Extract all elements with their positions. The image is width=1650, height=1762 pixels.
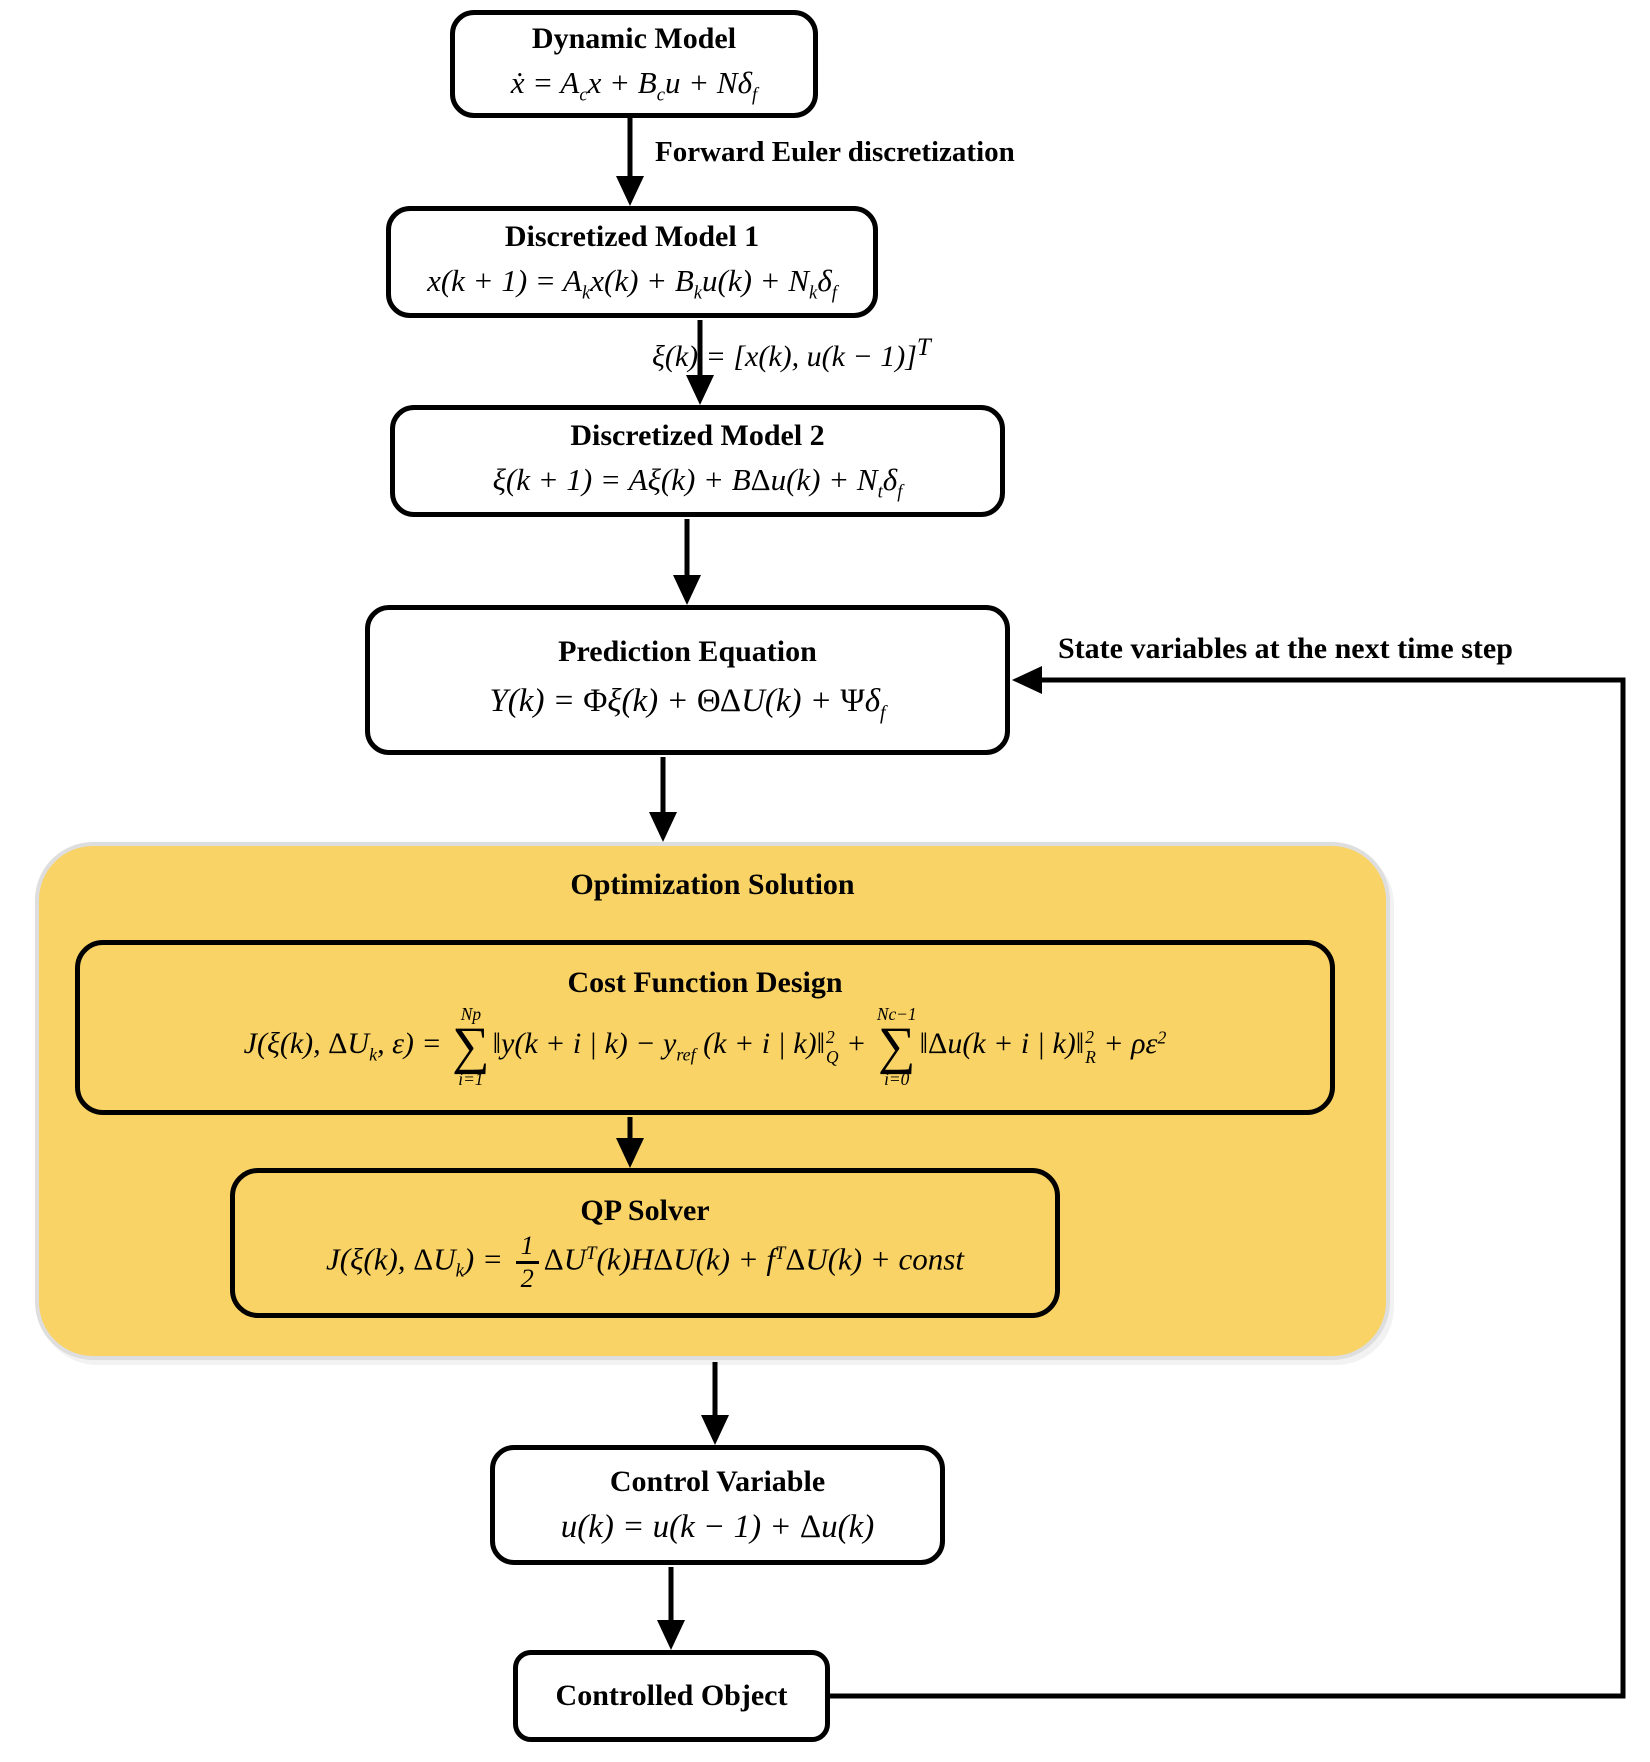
control-variable-title: Control Variable (609, 1464, 826, 1498)
forward-euler-label: Forward Euler discretization (655, 136, 1015, 168)
dynamic-model-node: Dynamic Model ẋ = Acx + Bcu + Nδf (450, 10, 818, 118)
discretized-model-2-equation: ξ(k + 1) = Aξ(k) + BΔu(k) + Ntδf (492, 462, 903, 503)
prediction-equation-equation: Y(k) = Φξ(k) + ΘΔU(k) + Ψδf (489, 683, 886, 725)
discretized-model-2-node: Discretized Model 2 ξ(k + 1) = Aξ(k) + B… (390, 405, 1005, 517)
discretized-model-1-equation: x(k + 1) = Akx(k) + Bku(k) + Nkδf (427, 263, 837, 304)
dynamic-model-title: Dynamic Model (531, 21, 737, 55)
optimization-solution-title: Optimization Solution (570, 868, 855, 901)
control-variable-node: Control Variable u(k) = u(k − 1) + Δu(k) (490, 1445, 945, 1565)
qp-solver-title: QP Solver (580, 1193, 710, 1227)
discretized-model-1-title: Discretized Model 1 (504, 219, 760, 253)
feedback-label: State variables at the next time step (1058, 632, 1513, 665)
dynamic-model-equation: ẋ = Acx + Bcu + Nδf (510, 65, 758, 106)
state-transform-label: ξ(k) = [x(k), u(k − 1)]T (652, 334, 931, 373)
prediction-equation-title: Prediction Equation (558, 634, 817, 668)
control-variable-equation: u(k) = u(k − 1) + Δu(k) (560, 1509, 875, 1546)
controlled-object-node: Controlled Object (513, 1650, 830, 1742)
discretized-model-1-node: Discretized Model 1 x(k + 1) = Akx(k) + … (386, 206, 878, 318)
cost-function-title: Cost Function Design (567, 965, 843, 999)
cost-function-equation: J(ξ(k), ΔUk, ε) = Np∑i=1‖y(k + i | k) − … (243, 1004, 1167, 1090)
cost-function-node: Cost Function Design J(ξ(k), ΔUk, ε) = N… (75, 940, 1335, 1115)
prediction-equation-node: Prediction Equation Y(k) = Φξ(k) + ΘΔU(k… (365, 605, 1010, 755)
discretized-model-2-title: Discretized Model 2 (570, 418, 825, 452)
controlled-object-title: Controlled Object (555, 1678, 788, 1712)
